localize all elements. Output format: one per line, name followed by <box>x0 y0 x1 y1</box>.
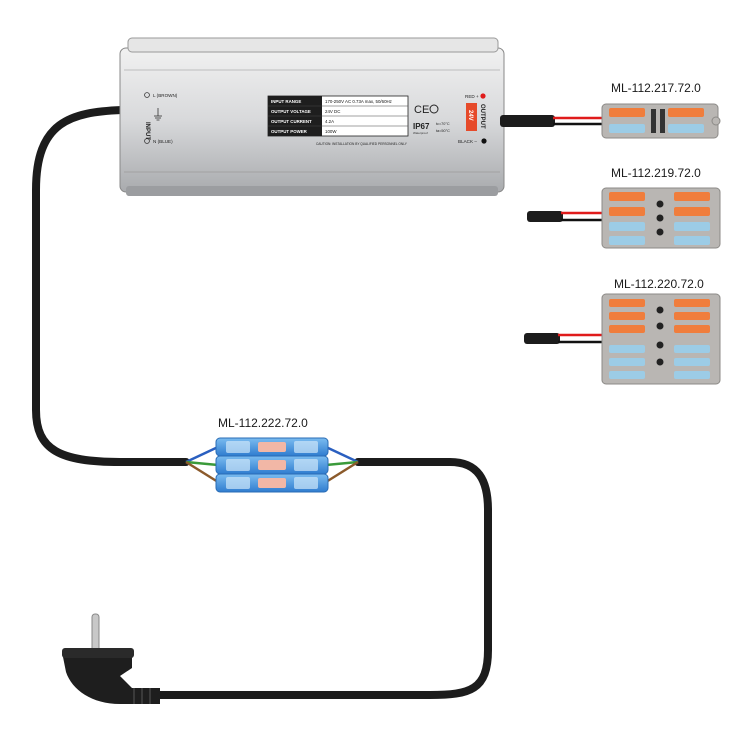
voltage-badge: 24V <box>467 110 473 121</box>
lever-connector-3 <box>524 293 721 385</box>
ta-value: ta=50°C <box>436 129 450 133</box>
spec-name: OUTPUT CURRENT <box>271 119 312 124</box>
safety-mark-icon <box>429 104 439 114</box>
connector-code-4: ML-112.222.72.0 <box>218 416 308 430</box>
spec-value: 170-250V AC 0.73A max, 50/60Hz <box>325 99 392 104</box>
connector-code-1: ML-112.217.72.0 <box>611 81 701 95</box>
spec-value: 24V DC <box>325 109 340 114</box>
output-cable <box>500 115 606 127</box>
spec-value: 4.2A <box>325 119 334 124</box>
spec-name: OUTPUT VOLTAGE <box>271 109 311 114</box>
ip-sub: Waterproof <box>413 131 428 135</box>
connector-code-3: ML-112.220.72.0 <box>614 277 704 291</box>
schuko-plug-icon <box>62 613 160 704</box>
ce-mark-icon: CE <box>414 104 429 116</box>
lever-connector-1 <box>601 103 721 139</box>
output-side-label: OUTPUT <box>479 104 485 129</box>
caution-text: CAUTION: INSTALLATION BY QUALIFIED PERSO… <box>316 142 408 146</box>
power-supply-icon: INPUT RANGE 170-250V AC 0.73A max, 50/60H… <box>119 37 505 196</box>
lever-connector-2 <box>527 187 721 249</box>
mains-cable <box>32 106 492 699</box>
inline-connector <box>185 437 359 493</box>
input-side-label: INPUT <box>144 122 150 140</box>
connector-code-2: ML-112.219.72.0 <box>611 166 701 180</box>
l-brown-label: L (BROWN) <box>153 93 178 98</box>
spec-value: 100W <box>325 129 337 134</box>
n-blue-label: N (BLUE) <box>153 139 173 144</box>
ground-symbol-icon <box>154 108 162 121</box>
red-plus-label: RED + <box>465 94 479 99</box>
ip-rating: IP67 <box>413 122 430 131</box>
spec-name: OUTPUT POWER <box>271 129 308 134</box>
tc-value: tc=70°C <box>436 122 450 126</box>
black-minus-label: BLACK – <box>458 139 477 144</box>
spec-name: INPUT RANGE <box>271 99 301 104</box>
